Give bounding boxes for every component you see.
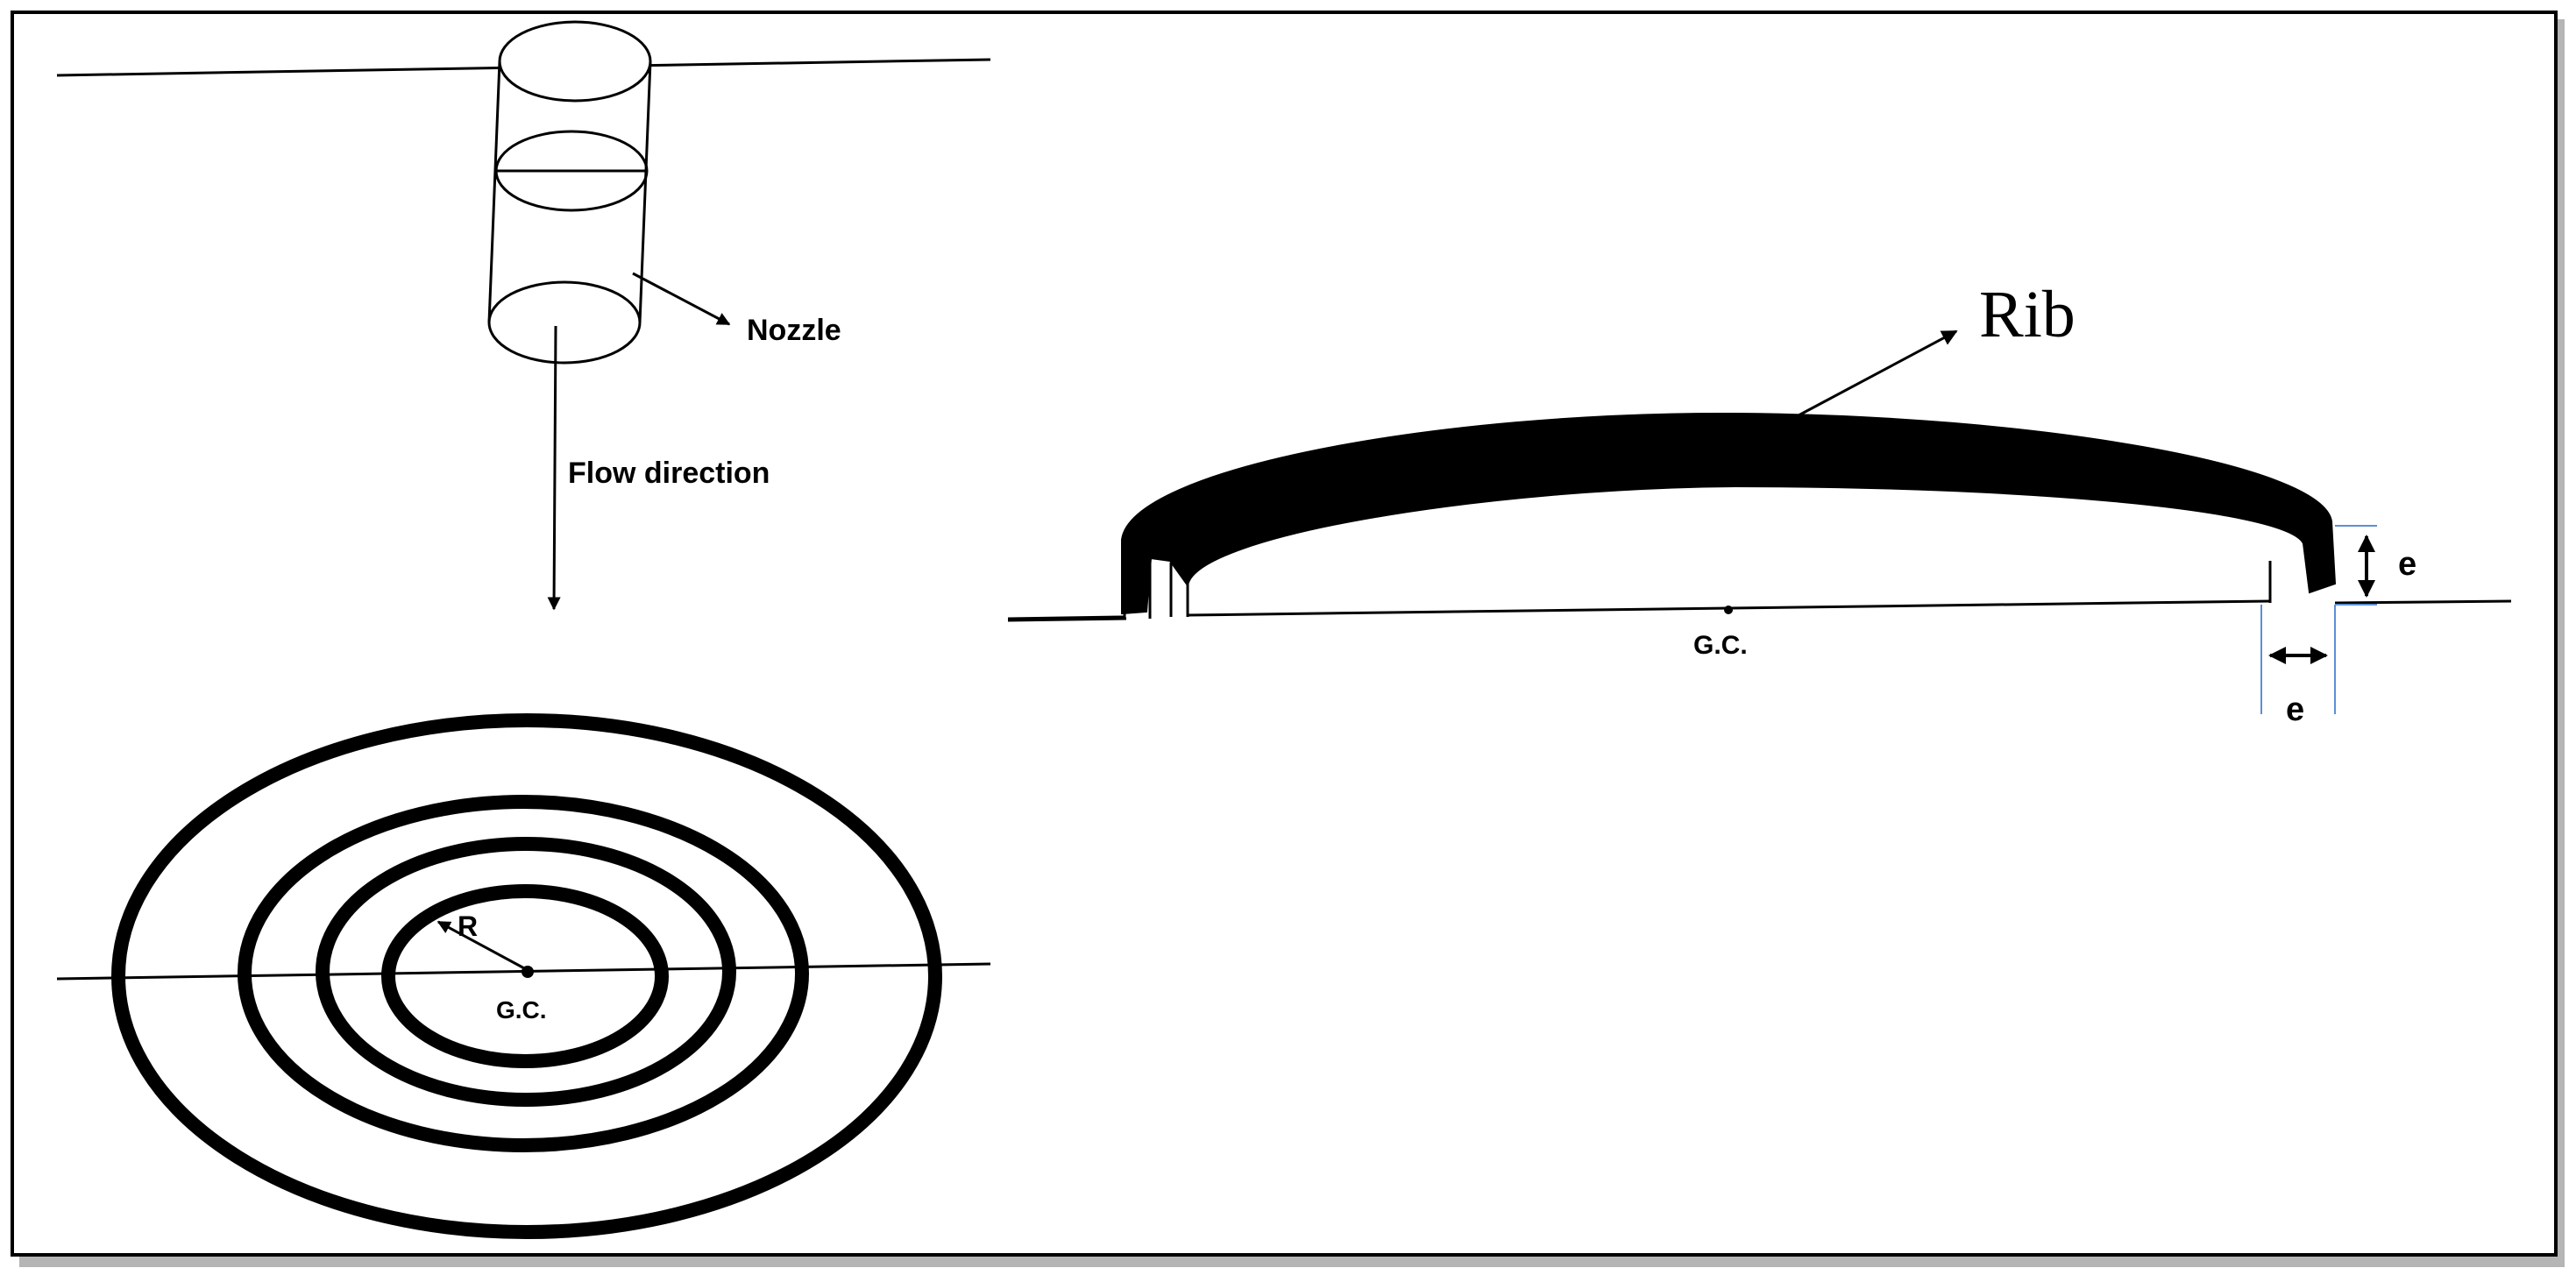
rib-ring-inner	[381, 884, 669, 1068]
nozzle-label: Nozzle	[747, 314, 841, 347]
rib-width-dimension: e	[2260, 605, 2336, 728]
rib-ring-second	[316, 837, 736, 1107]
rib-ring-third	[238, 795, 809, 1152]
rib-label: Rib	[1979, 278, 2076, 351]
rib-arch	[1121, 412, 2337, 615]
rib-leader-arrow	[1798, 329, 1958, 417]
concentric-rib-rings	[111, 713, 942, 1239]
side-view-center-point	[1724, 606, 1733, 614]
radius-arrow	[436, 920, 527, 971]
rib-side-view-panel: G.C. Rib e e	[1007, 278, 2512, 728]
radius-label: R	[458, 910, 478, 942]
gc-top-view-label: G.C.	[496, 996, 547, 1024]
gc-side-view-label: G.C.	[1693, 631, 1748, 660]
surface-baseline-left	[1007, 617, 1127, 622]
figure-frame	[11, 11, 2565, 1267]
surface-baseline-right	[2334, 599, 2512, 605]
rib-height-dimension: e	[2335, 525, 2416, 606]
rib-width-label: e	[2286, 691, 2304, 728]
nozzle-leader-arrow	[632, 272, 731, 326]
rib-height-label: e	[2398, 546, 2416, 583]
rib-ring-outer	[111, 713, 942, 1239]
nozzle-top-view-panel: Nozzle Flow direction R G.C.	[56, 20, 991, 1239]
flow-direction-arrow	[547, 325, 561, 611]
flow-direction-label: Flow direction	[568, 457, 770, 490]
